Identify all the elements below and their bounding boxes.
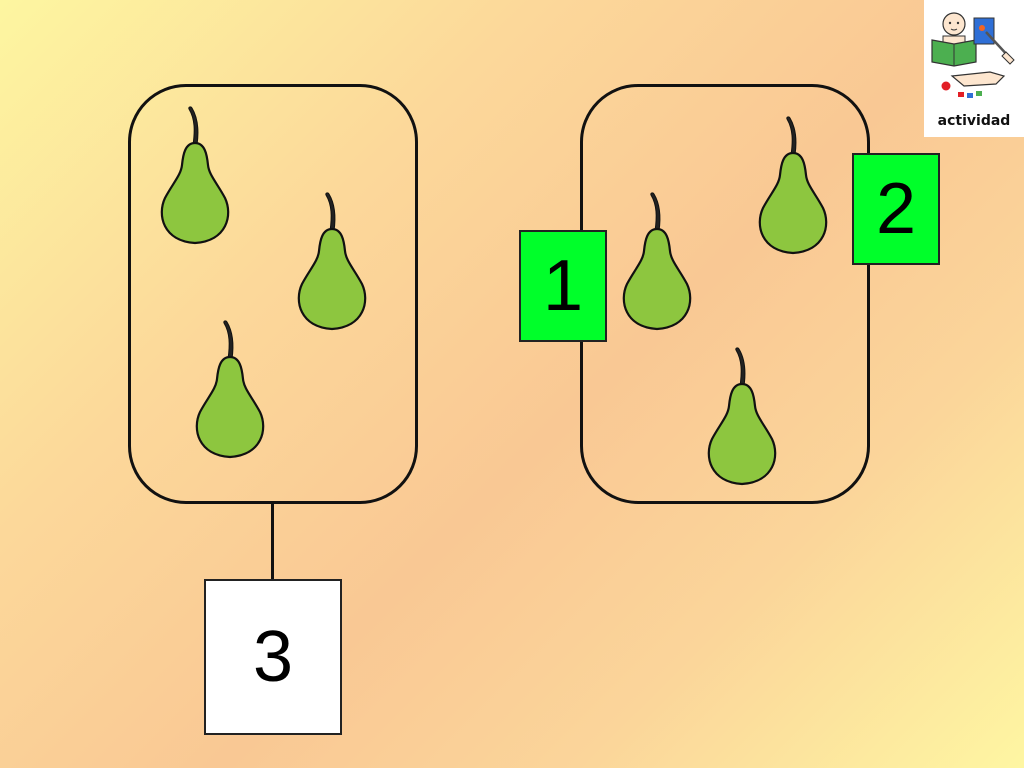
actividad-logo: actividad xyxy=(924,0,1024,137)
pear-icon xyxy=(617,189,697,339)
number-card-2[interactable]: 2 xyxy=(852,153,940,265)
pear-icon xyxy=(155,103,235,253)
pear-icon xyxy=(292,189,372,339)
pear-icon xyxy=(702,344,782,494)
connector-line xyxy=(271,504,274,580)
pear-icon xyxy=(753,113,833,263)
actividad-pictogram xyxy=(931,12,1015,98)
number-card-1[interactable]: 1 xyxy=(519,230,607,342)
left-group-box xyxy=(128,84,418,504)
answer-card[interactable]: 3 xyxy=(204,579,342,735)
logo-label: actividad xyxy=(937,113,1011,129)
pear-icon xyxy=(190,317,270,467)
